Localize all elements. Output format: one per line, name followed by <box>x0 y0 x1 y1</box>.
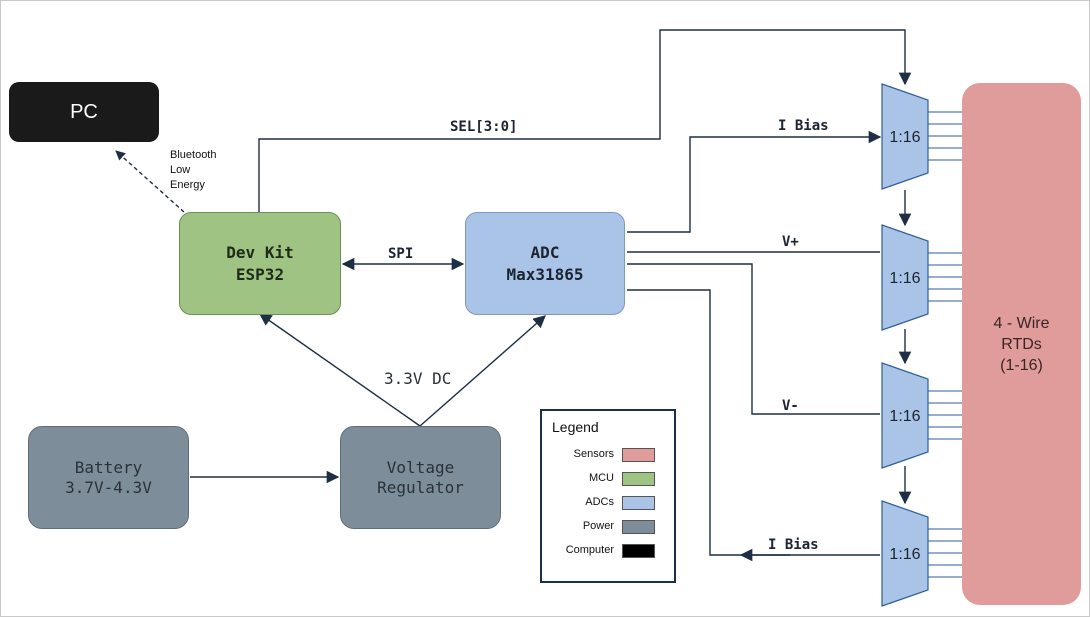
battery-node: Battery 3.7V-4.3V <box>28 426 189 529</box>
regulator-label-line1: Voltage <box>386 457 455 477</box>
legend-item-label: MCU <box>588 472 614 484</box>
vminus-label: V- <box>782 398 799 414</box>
ibias-top-line <box>627 130 882 233</box>
mux-4-label: 1:16 <box>889 546 920 563</box>
legend-item-label: ADCs <box>585 496 614 508</box>
rtd-label-line1: 4 - Wire <box>993 314 1050 332</box>
mux-4-shape <box>881 500 929 607</box>
legend-swatch-adcs <box>622 496 655 510</box>
vplus-label: V+ <box>782 234 799 250</box>
power-label: 3.3V DC <box>384 369 452 388</box>
ble-label-line1: Bluetooth <box>170 149 217 161</box>
sel-label: SEL[3:0] <box>450 119 518 135</box>
legend-item-sensors: Sensors <box>542 447 674 465</box>
legend-item-label: Power <box>582 520 614 532</box>
mux-2-shape <box>881 224 929 331</box>
adc-label-line2: Max31865 <box>506 264 584 284</box>
battery-label-line2: 3.7V-4.3V <box>65 477 152 497</box>
mcu-label-line2: ESP32 <box>235 264 285 284</box>
legend-item-adcs: ADCs <box>542 495 674 513</box>
mcu-node: Dev Kit ESP32 <box>179 212 341 315</box>
legend-title: Legend <box>552 419 599 435</box>
mcu-label-line1: Dev Kit <box>226 242 294 262</box>
mux-1-shape <box>881 83 929 190</box>
ble-link-line <box>115 150 185 213</box>
ibias-bottom-label: I Bias <box>768 537 819 553</box>
legend-item-mcu: MCU <box>542 471 674 489</box>
ble-label-line2: Low <box>170 164 191 176</box>
power-to-adc-line <box>419 315 546 427</box>
legend-swatch-sensors <box>622 448 655 462</box>
legend-swatch-mcu <box>622 472 655 486</box>
spi-label: SPI <box>388 246 414 262</box>
rtd-label-line3: (1-16) <box>1000 356 1043 374</box>
legend-swatch-computer <box>622 544 655 558</box>
legend-item-power: Power <box>542 519 674 537</box>
ble-label: Bluetooth Low Energy <box>170 148 216 193</box>
mux-1-label: 1:16 <box>889 129 920 146</box>
pc-node: PC <box>9 82 159 142</box>
regulator-label-line2: Regulator <box>377 477 464 497</box>
adc-node: ADC Max31865 <box>465 212 625 315</box>
rtd-label-line2: RTDs <box>1001 335 1042 353</box>
legend-item-label: Computer <box>565 544 614 556</box>
adc-label-line1: ADC <box>530 242 560 262</box>
battery-label-line1: Battery <box>74 457 143 477</box>
power-to-mcu-line <box>258 313 421 427</box>
ibias-bottom-line <box>627 289 880 556</box>
pc-label: PC <box>70 100 98 123</box>
sel-bus-line <box>258 29 912 212</box>
legend-item-computer: Computer <box>542 543 674 561</box>
legend-item-label: Sensors <box>573 448 614 460</box>
mux-2-label: 1:16 <box>889 270 920 287</box>
ibias-top-label: I Bias <box>778 118 829 134</box>
legend-swatch-power <box>622 520 655 534</box>
mux-3-shape <box>881 362 929 469</box>
vminus-line <box>627 263 880 415</box>
ble-label-line3: Energy <box>170 179 205 191</box>
legend-box: Legend Sensors MCU ADCs Power Computer <box>540 409 676 583</box>
mux-3-label: 1:16 <box>889 408 920 425</box>
regulator-node: Voltage Regulator <box>340 426 501 529</box>
rtd-node: 4 - Wire RTDs (1-16) <box>962 83 1081 605</box>
